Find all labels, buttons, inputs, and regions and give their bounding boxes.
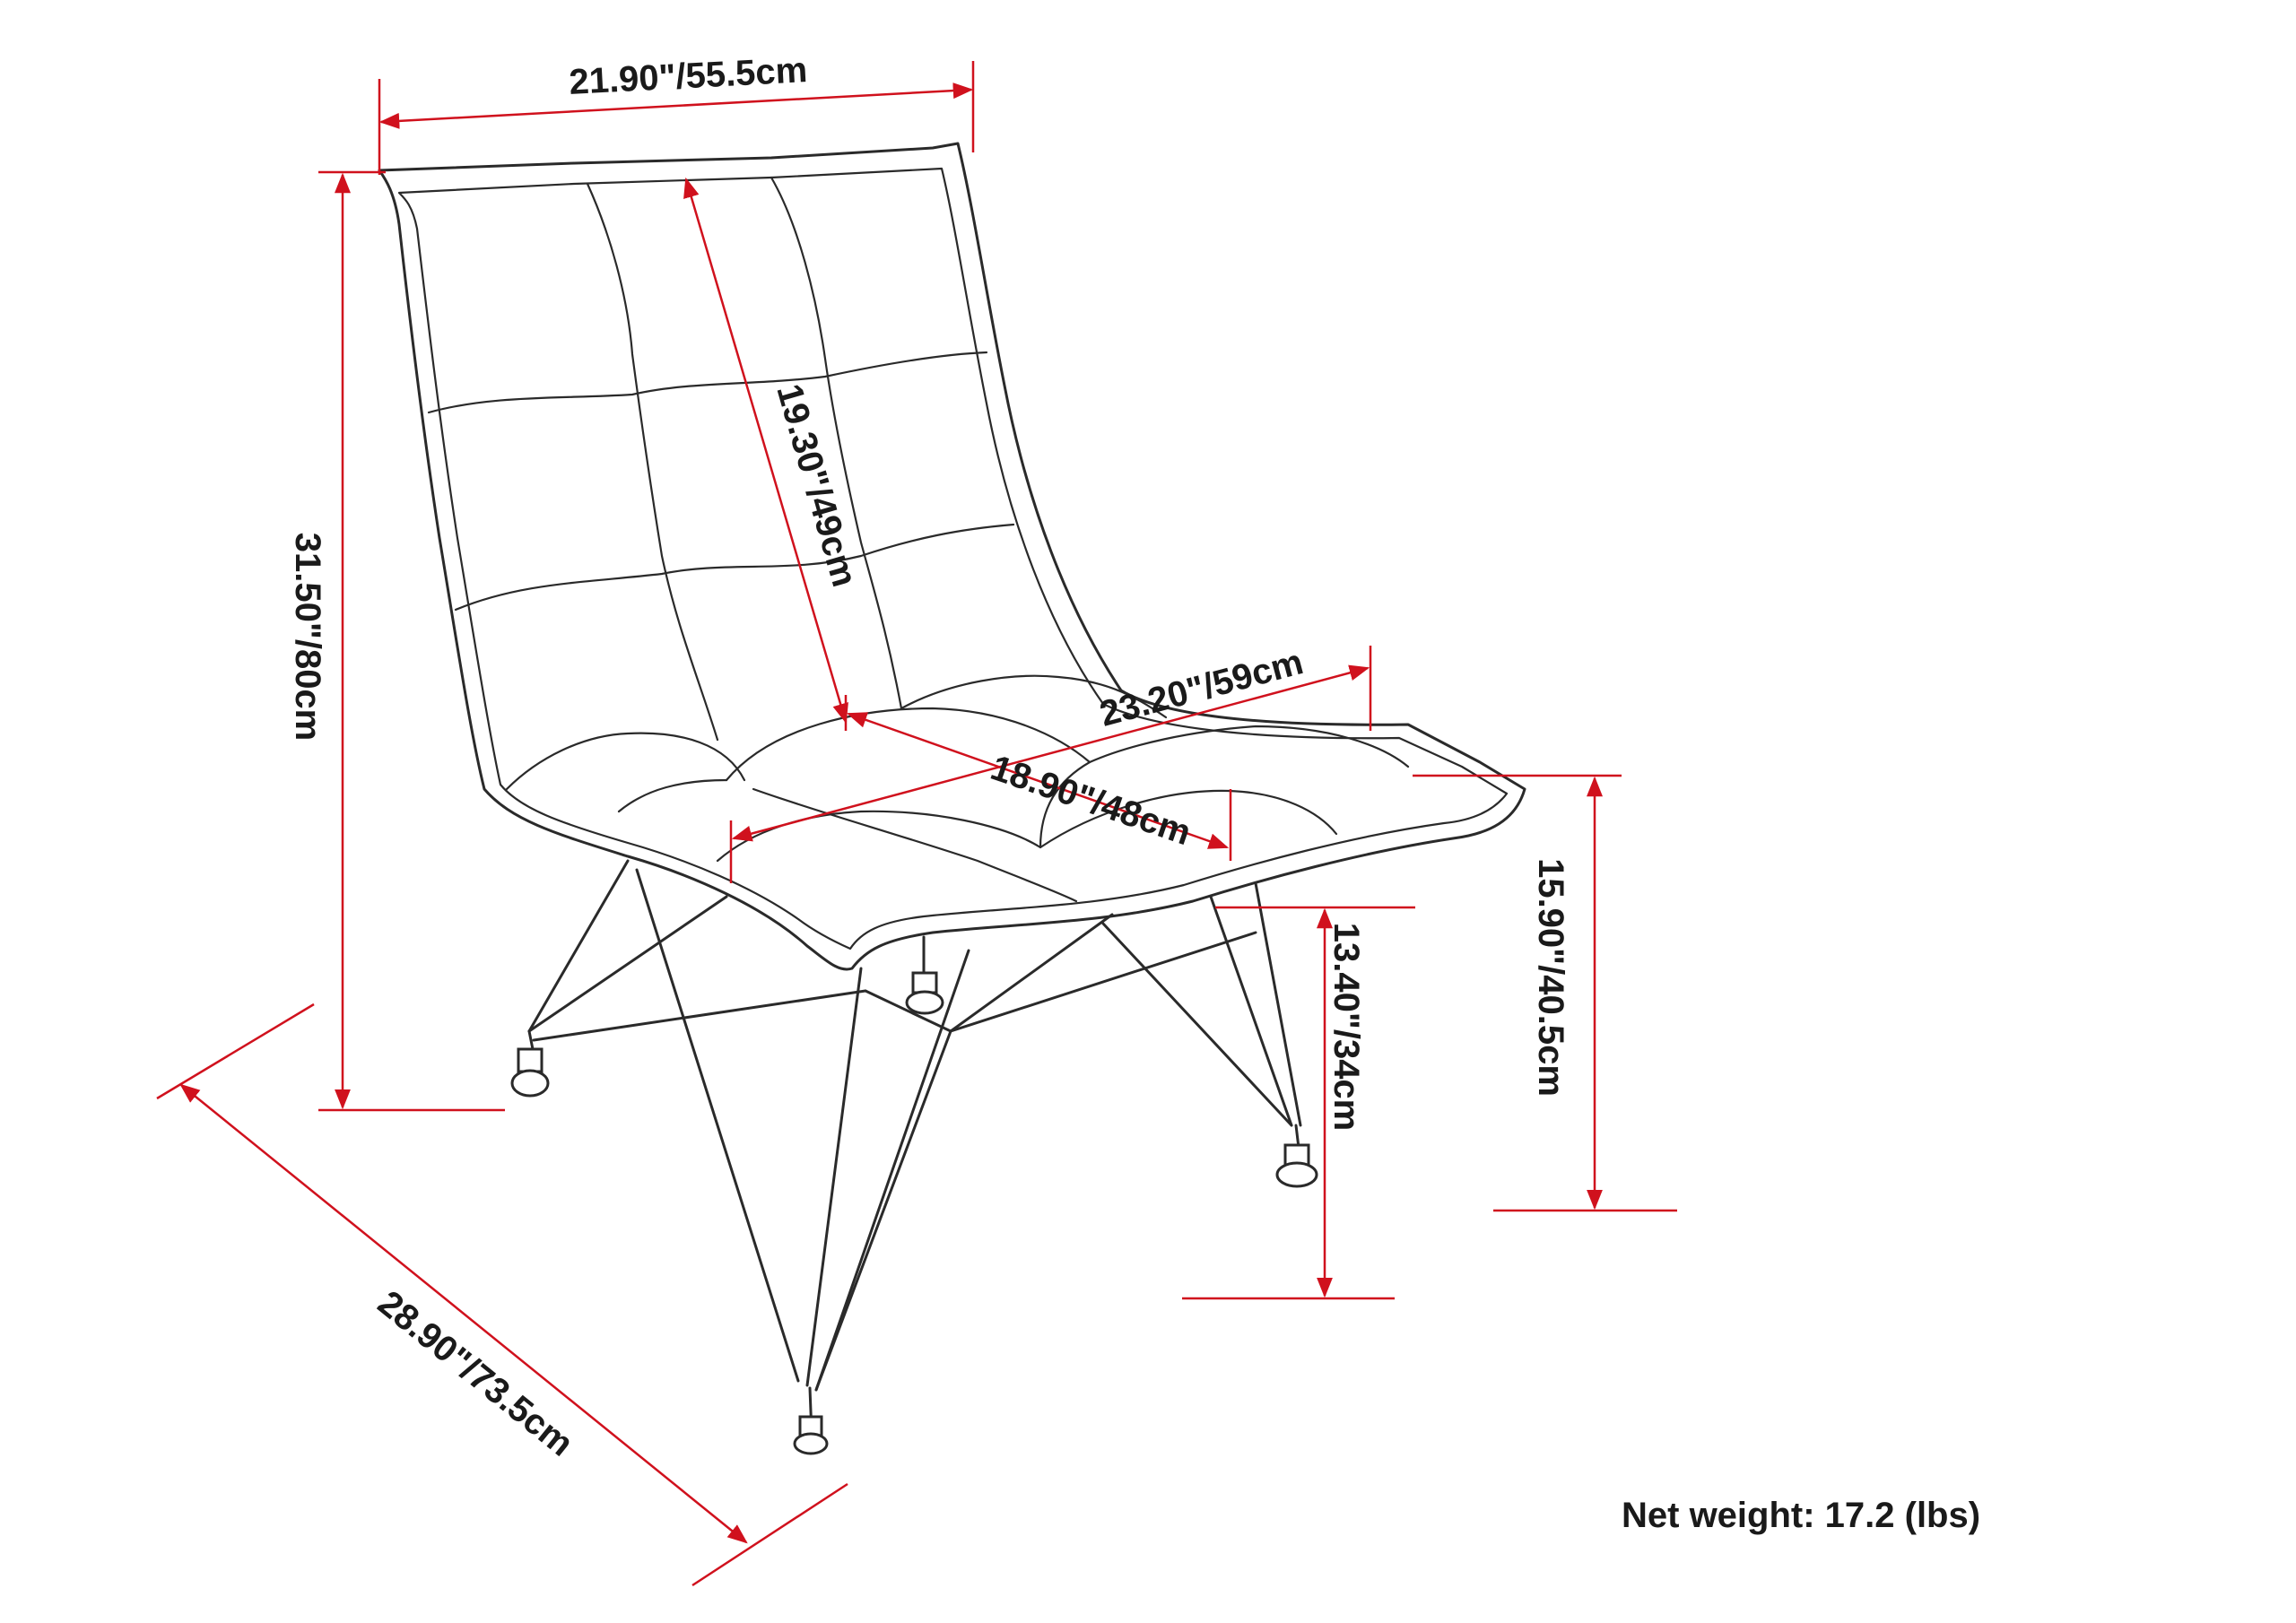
foot-glide (517, 1047, 544, 1073)
base-wire (1209, 895, 1293, 1127)
label-width: 21.90"/55.5cm (568, 50, 808, 102)
chair-shell-outline (378, 142, 1526, 971)
foot-glide (510, 1069, 550, 1098)
foot-glide (911, 971, 938, 994)
dim-seat-width-line (731, 664, 1370, 842)
dim-back-height-line (683, 177, 848, 725)
base-wire (527, 859, 630, 1033)
foot-glide (793, 1432, 829, 1455)
chair-feet (510, 971, 1318, 1455)
foot-glide (905, 990, 944, 1015)
label-height: 31.50"/80cm (288, 533, 327, 741)
base-wire (949, 931, 1257, 1033)
base-wire (635, 868, 800, 1383)
label-seat-depth: 18.90"/48cm (986, 748, 1196, 853)
base-wire (949, 913, 1114, 1033)
dim-depth-line (179, 1083, 748, 1544)
base-wire (864, 989, 952, 1033)
base-wire (532, 989, 867, 1042)
seat-seam-front-cushion (716, 789, 1338, 863)
dimension-labels: 21.90"/55.5cm 31.50"/80cm 19.30"/49cm 23… (288, 50, 1980, 1535)
dim-extension (691, 1482, 848, 1587)
label-back-height: 19.30"/49cm (769, 380, 864, 592)
chair-illustration (378, 142, 1526, 1455)
dim-width-line (378, 82, 974, 129)
dim-seat-depth-line (846, 712, 1230, 849)
seat-seam-front-mid (725, 707, 1410, 782)
dim-extension (156, 1002, 315, 1100)
base-wire (1254, 881, 1302, 1127)
net-weight-label: Net weight: 17.2 (lbs) (1622, 1496, 1980, 1535)
base-wire (1101, 922, 1293, 1127)
back-seam-h2 (454, 523, 1015, 612)
back-seam-h1 (427, 351, 988, 414)
wire-base (527, 859, 1302, 1436)
label-seat-height-front: 15.90"/40.5cm (1531, 858, 1570, 1097)
base-wire (814, 949, 970, 1392)
base-wire (527, 895, 728, 1033)
label-seat-height-rear: 13.40"/34cm (1326, 923, 1366, 1131)
seat-seam-mid-left (617, 778, 728, 813)
seat-seam-lateral (752, 787, 1078, 903)
label-depth: 28.90"/73.5cm (370, 1283, 580, 1463)
dimension-lines (156, 61, 1677, 1587)
seat-seam-front-left (505, 732, 746, 791)
back-seam-v1 (586, 182, 719, 742)
base-wire (814, 1029, 952, 1392)
base-wire (805, 967, 863, 1387)
foot-glide (1275, 1161, 1318, 1188)
chair-shell-piping (397, 167, 1509, 950)
label-seat-width: 23.20"/59cm (1096, 642, 1308, 734)
